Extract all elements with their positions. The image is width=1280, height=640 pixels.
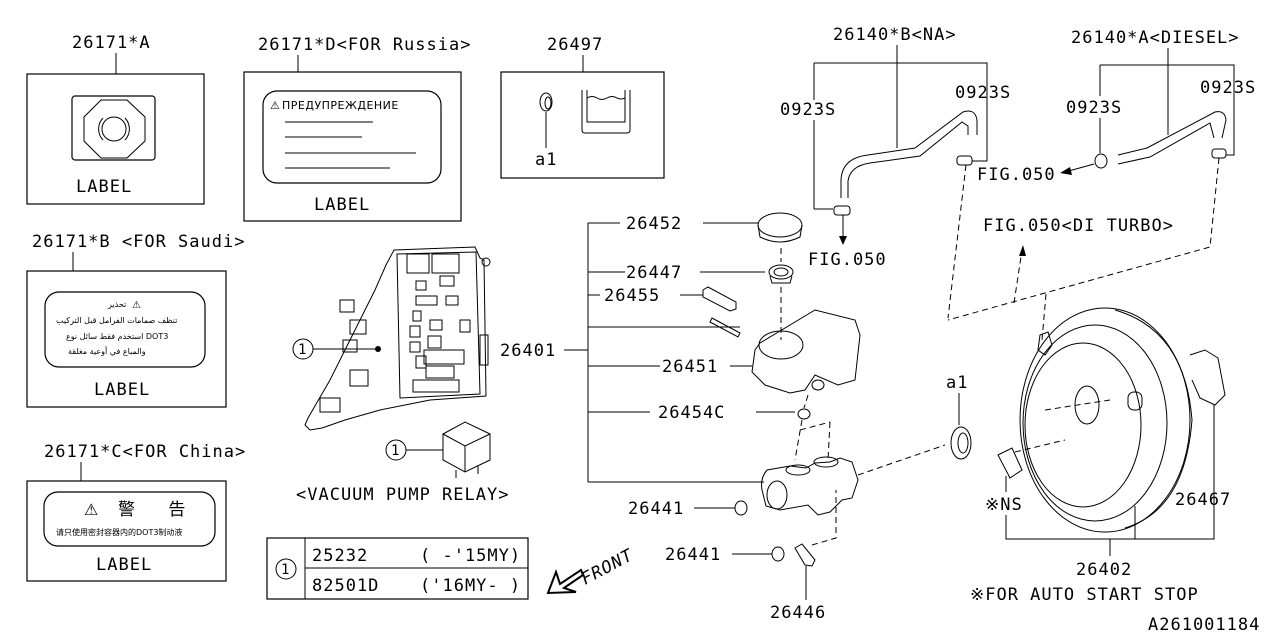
warning-icon: ⚠ bbox=[132, 300, 141, 311]
part-number[interactable]: 26452 bbox=[626, 214, 682, 234]
booster-body bbox=[1019, 307, 1191, 533]
label-line: والمباع في أوعية مغلقة bbox=[68, 346, 146, 356]
octagon-icon bbox=[83, 99, 146, 159]
hose-na-group: 26140*B<NA> 0923S 0923S FIG.050 bbox=[780, 25, 1011, 319]
fig-ref[interactable]: FIG.050 bbox=[977, 165, 1056, 185]
ns-sensor bbox=[997, 447, 1023, 479]
table-part[interactable]: 82501D bbox=[312, 576, 379, 596]
front-label: FRONT bbox=[578, 545, 638, 589]
warning-icon: ⚠ bbox=[270, 99, 280, 112]
ref-a1: a1 bbox=[946, 373, 968, 393]
warning-text: تحذير bbox=[107, 300, 126, 309]
clip-number[interactable]: 0923S bbox=[1066, 98, 1122, 118]
arrow-icon bbox=[1019, 245, 1026, 256]
reservoir-cap bbox=[757, 212, 803, 238]
brake-booster-group: a1 ※NS 26467 26402 ※FOR AUTO START STOP bbox=[946, 307, 1231, 605]
hose-diesel bbox=[1117, 111, 1227, 156]
level-sensor bbox=[702, 286, 737, 312]
ref-a1: a1 bbox=[535, 150, 557, 170]
reservoir-tank bbox=[751, 309, 861, 394]
part-number[interactable]: 26171*B <FOR Saudi> bbox=[32, 232, 245, 252]
seal-ring-icon bbox=[539, 92, 553, 112]
footnote: ※FOR AUTO START STOP bbox=[970, 585, 1199, 605]
label-caption: LABEL bbox=[76, 177, 132, 197]
clip-number[interactable]: 0923S bbox=[955, 83, 1011, 103]
ns-label: ※NS bbox=[985, 495, 1023, 515]
label-caption: LABEL bbox=[94, 380, 150, 400]
table-note: ('16MY- ) bbox=[420, 576, 521, 596]
table-part[interactable]: 25232 bbox=[312, 546, 368, 566]
part-number[interactable]: 26451 bbox=[662, 357, 718, 377]
seal-ring bbox=[950, 426, 972, 460]
part-number[interactable]: 26171*A bbox=[72, 33, 151, 53]
part-number[interactable]: 26402 bbox=[1076, 560, 1132, 580]
part-number[interactable]: 26401 bbox=[500, 341, 556, 361]
label-caption: LABEL bbox=[314, 195, 370, 215]
warning-icon: ⚠ bbox=[84, 500, 98, 519]
ring-icon bbox=[101, 116, 127, 142]
arrow-icon bbox=[1060, 167, 1072, 175]
hose-diesel-group: 26140*A<DIESEL> 0923S 0923S FIG.050 bbox=[947, 28, 1256, 321]
fig-ref[interactable]: FIG.050 bbox=[808, 250, 887, 270]
label-line: 请只使用密封容器内的DOT3制动液 bbox=[56, 527, 182, 537]
master-cylinder-group: 26401 26452 26447 26455 26451 26454C bbox=[500, 212, 946, 623]
strainer bbox=[768, 264, 794, 280]
clip-number[interactable]: 0923S bbox=[780, 100, 836, 120]
label-line: تنظف صمامات الفرامل قبل التركيب bbox=[56, 316, 177, 325]
master-cylinder-body bbox=[761, 457, 859, 516]
part-number[interactable]: 26454C bbox=[658, 403, 725, 423]
gasket bbox=[794, 543, 816, 567]
clip-number[interactable]: 0923S bbox=[1200, 78, 1256, 98]
part-number[interactable]: 26455 bbox=[604, 286, 660, 306]
part-number[interactable]: 26441 bbox=[628, 499, 684, 519]
hose-clip bbox=[833, 205, 851, 216]
label-box-26497: 26497 a1 bbox=[500, 35, 665, 179]
part-number[interactable]: 26171*C<FOR China> bbox=[44, 442, 246, 462]
part-number[interactable]: 26171*D<FOR Russia> bbox=[258, 35, 471, 55]
label-box-26171D: 26171*D<FOR Russia> ⚠ ПРЕДУПРЕЖДЕНИЕ LAB… bbox=[243, 35, 471, 222]
relay-caption: <VACUUM PUMP RELAY> bbox=[296, 485, 509, 505]
nut bbox=[771, 546, 785, 562]
label-box-26171A: 26171*A LABEL bbox=[26, 33, 205, 205]
hose-na bbox=[840, 110, 978, 198]
vacuum-pump-relay: 1 <VACUUM PUMP RELAY> bbox=[296, 421, 509, 505]
front-arrow-icon bbox=[546, 568, 585, 595]
fig-ref[interactable]: FIG.050<DI TURBO> bbox=[983, 216, 1174, 236]
callout-number: 1 bbox=[298, 342, 306, 358]
callout-number: 1 bbox=[281, 562, 289, 578]
part-number[interactable]: 26446 bbox=[770, 603, 826, 623]
part-number[interactable]: 26467 bbox=[1175, 490, 1231, 510]
nut bbox=[734, 500, 748, 516]
relay-location-dot bbox=[375, 346, 381, 352]
part-number[interactable]: 26140*B<NA> bbox=[833, 25, 957, 45]
warning-text: 警 告 bbox=[118, 500, 199, 520]
part-number[interactable]: 26140*A<DIESEL> bbox=[1071, 28, 1240, 48]
label-line: استخدم فقط سائل نوع DOT3 bbox=[66, 332, 168, 341]
warning-text: ПРЕДУПРЕЖДЕНИЕ bbox=[282, 99, 399, 112]
relay-box-drawing: 1 bbox=[292, 246, 491, 431]
label-box-26171B: 26171*B <FOR Saudi> ⚠ تحذير تنظف صمامات … bbox=[26, 232, 245, 408]
hose-clip bbox=[1094, 153, 1108, 169]
diagram-id: A261001184 bbox=[1148, 615, 1260, 635]
label-caption: LABEL bbox=[96, 555, 152, 575]
turbo-fig-ref: FIG.050<DI TURBO> bbox=[983, 216, 1174, 341]
hose-clip bbox=[1211, 148, 1227, 159]
arrow-icon bbox=[839, 236, 847, 245]
fluid-container-icon bbox=[581, 90, 631, 134]
part-number[interactable]: 26497 bbox=[547, 35, 603, 55]
hose-clip bbox=[956, 155, 973, 166]
callout-number: 1 bbox=[391, 443, 399, 459]
label-box-26171C: 26171*C<FOR China> ⚠ 警 告 请只使用密封容器内的DOT3制… bbox=[26, 442, 246, 582]
relay-part-table: 1 25232 ( -'15MY) 82501D ('16MY- ) bbox=[266, 537, 529, 600]
table-note: ( -'15MY) bbox=[420, 546, 521, 566]
part-number[interactable]: 26441 bbox=[665, 545, 721, 565]
part-number[interactable]: 26447 bbox=[626, 263, 682, 283]
